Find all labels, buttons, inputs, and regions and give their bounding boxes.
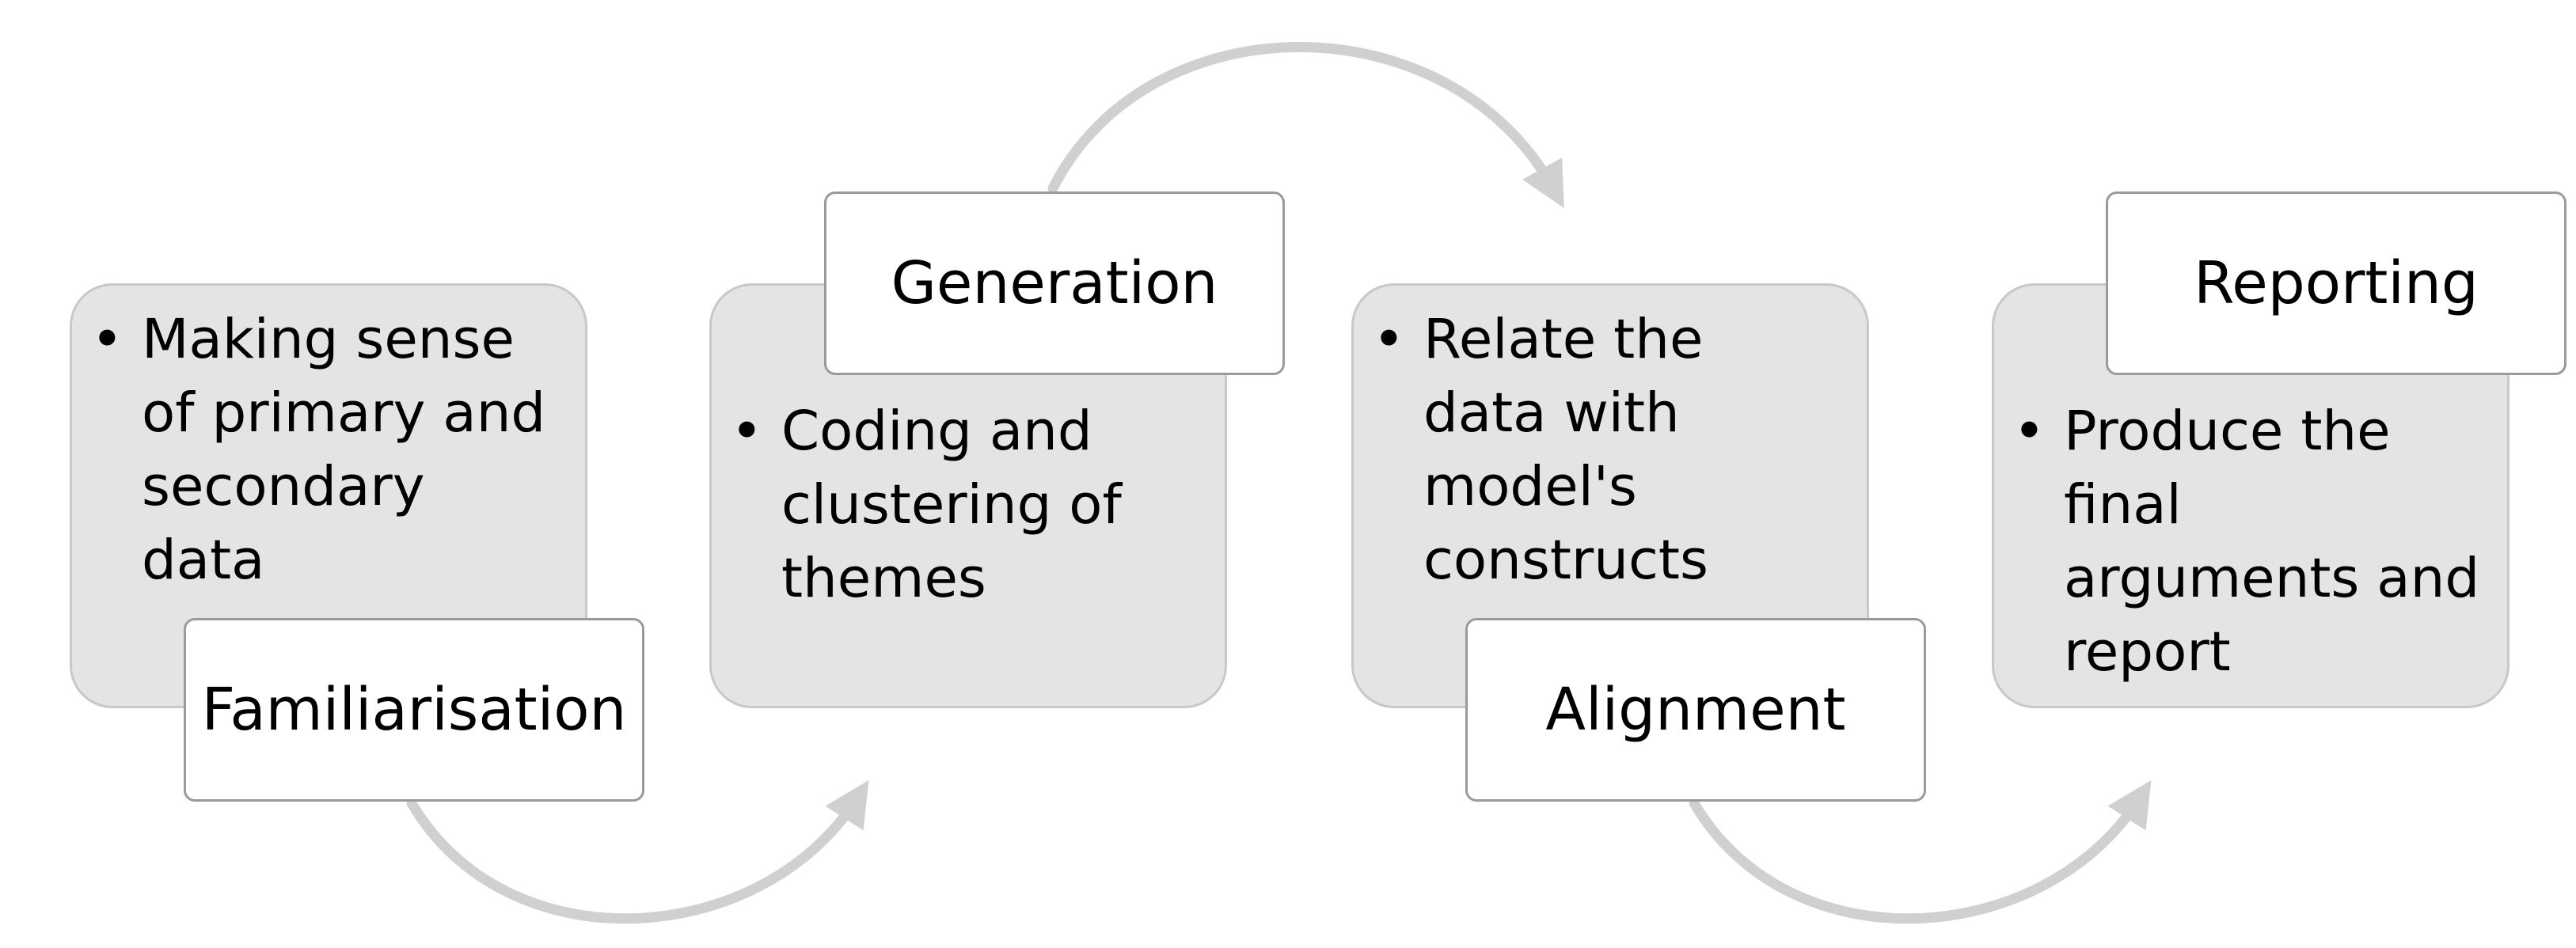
step-label-alignment: Alignment [1465,618,1926,802]
step-box-familiarisation: Making sense of primary and secondary da… [70,283,587,708]
step-bullets: Coding and clustering of themes [728,395,1201,616]
arrow-alignment-to-reporting [1689,779,2152,924]
step-box-alignment: Relate the data with model's constructs [1351,283,1869,708]
step-label-reporting: Reporting [2106,191,2567,375]
bullet-item: Coding and clustering of themes [728,395,1201,616]
bullet-item: Produce the final arguments and report [2010,395,2483,689]
step-bullets: Produce the final arguments and report [2010,395,2483,689]
bullet-item: Making sense of primary and secondary da… [88,303,561,597]
step-bullets: Relate the data with model's constructs [1370,303,1843,597]
step-bullets: Making sense of primary and secondary da… [88,303,561,597]
step-label-familiarisation: Familiarisation [184,618,644,802]
step-label-generation: Generation [824,191,1285,375]
arrow-generation-to-alignment [1047,42,1564,208]
bullet-item: Relate the data with model's constructs [1370,303,1843,597]
arrow-familiarisation-to-generation [406,779,869,924]
